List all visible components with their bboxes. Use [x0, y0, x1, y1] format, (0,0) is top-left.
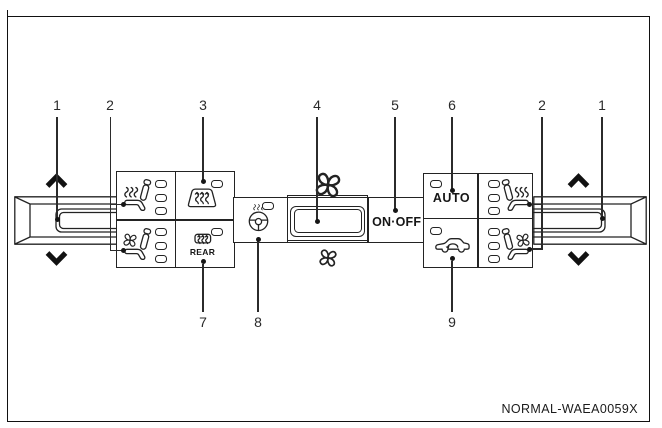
passenger-seat-fan-indicator-1 — [487, 228, 500, 236]
driver-seat-heater-indicator-2 — [154, 193, 167, 202]
front-defrost-indicator — [211, 180, 223, 188]
passenger-seat-heater-indicator-3 — [487, 207, 500, 215]
right-temp-up-icon — [567, 173, 590, 188]
callout-4: 4 — [313, 97, 321, 113]
callout-1-right: 1 — [598, 97, 606, 113]
leader-branch-2-left-bottom — [110, 249, 123, 251]
leader-branch-2-right-top — [529, 203, 543, 206]
passenger-seat-fan-indicator-2 — [487, 241, 500, 250]
right-temp-down-icon — [567, 251, 590, 266]
steering-heater-indicator — [262, 202, 274, 210]
leader-line-1-right — [601, 117, 603, 218]
driver-seat-fan-indicator-1 — [154, 228, 167, 236]
callout-8: 8 — [254, 314, 262, 330]
figure-border — [7, 16, 650, 422]
display-screen-inner — [293, 209, 362, 233]
callout-9: 9 — [448, 314, 456, 330]
leader-line-6 — [451, 117, 453, 189]
leader-branch-2-left-top — [110, 203, 123, 206]
display-screen — [290, 205, 365, 237]
callout-6: 6 — [448, 97, 456, 113]
driver-seat-fan-icon — [123, 227, 152, 261]
passenger-seat-heater-icon — [501, 178, 529, 212]
rear-defrost-indicator — [211, 228, 223, 236]
callout-3: 3 — [199, 97, 207, 113]
leader-dot-5 — [392, 207, 398, 213]
leader-line-7 — [202, 263, 204, 312]
passenger-seat-fan-indicator-3 — [487, 255, 500, 263]
figure-code: NORMAL-WAEA0059X — [501, 402, 638, 416]
driver-seat-heater-indicator-1 — [154, 180, 167, 188]
recirculation-car-icon — [435, 238, 470, 253]
leader-line-9 — [451, 261, 453, 312]
driver-seat-heater-indicator-3 — [154, 207, 167, 215]
border-corner-tick — [6, 10, 9, 17]
leader-dot-3 — [200, 179, 206, 184]
leader-dot-1-right — [599, 215, 605, 221]
leader-line-1-left — [56, 117, 58, 219]
leader-line-2-left — [110, 117, 112, 251]
passenger-seat-heater-indicator-1 — [487, 180, 500, 188]
leader-line-8 — [257, 241, 259, 312]
leader-dot-8 — [255, 236, 261, 242]
passenger-seat-heater-indicator-2 — [487, 193, 500, 202]
fan-icon-small — [319, 249, 337, 267]
leader-dot-2-right-top — [527, 202, 532, 208]
leader-dot-2-left-top — [120, 202, 126, 208]
callout-5: 5 — [391, 97, 399, 113]
display-strip-line-bottom — [288, 240, 367, 242]
callout-1-left: 1 — [53, 97, 61, 113]
auto-indicator — [430, 180, 442, 188]
leader-line-5 — [394, 117, 396, 209]
leader-dot-1-left — [54, 216, 60, 222]
rear-defrost-label: REAR — [189, 247, 216, 257]
left-block-divider-h — [116, 219, 235, 221]
leader-dot-2-left-bottom — [120, 247, 126, 253]
fan-icon-large — [315, 172, 341, 198]
leader-line-3 — [202, 117, 204, 181]
leader-line-4 — [316, 117, 318, 220]
callout-7: 7 — [199, 314, 207, 330]
leader-dot-2-right-bottom — [527, 246, 532, 252]
driver-seat-heater-icon — [124, 178, 152, 212]
leader-line-2-right — [541, 117, 543, 250]
right-temp-control-slot — [520, 196, 647, 245]
auto-button-label: AUTO — [432, 190, 471, 205]
right-block-divider-h — [423, 217, 533, 219]
left-temp-down-icon — [45, 251, 68, 266]
display-strip-line-top — [288, 197, 367, 199]
leader-dot-9 — [449, 256, 455, 261]
leader-dot-6 — [449, 187, 455, 193]
leader-dot-4 — [314, 218, 320, 224]
callout-2-right: 2 — [538, 97, 546, 113]
on-off-label: ON·OFF — [372, 214, 422, 229]
leader-dot-7 — [200, 259, 206, 264]
driver-seat-fan-indicator-3 — [154, 255, 167, 263]
recirculation-indicator — [430, 227, 442, 235]
right-block-divider-v — [477, 173, 479, 268]
left-temp-control-slot — [14, 196, 141, 245]
driver-seat-fan-indicator-2 — [154, 241, 167, 250]
callout-2-left: 2 — [106, 97, 114, 113]
passenger-seat-fan-icon — [501, 227, 530, 261]
leader-branch-2-right-bottom — [529, 248, 543, 250]
rear-defrost-icon — [194, 233, 212, 245]
front-defrost-icon — [187, 188, 217, 208]
